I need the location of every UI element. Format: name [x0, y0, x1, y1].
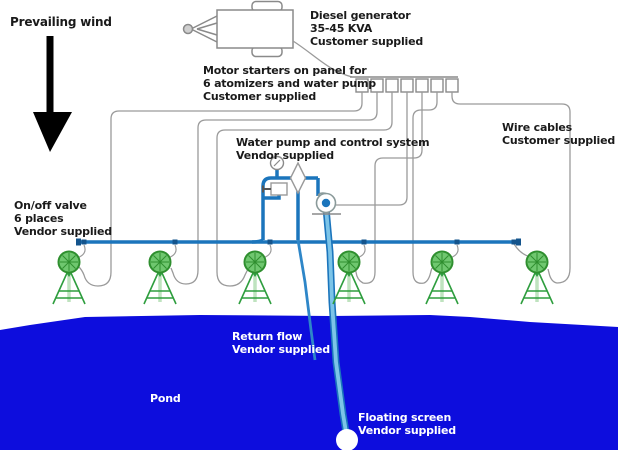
suction-pipe: [322, 207, 350, 433]
atomizer: [52, 250, 86, 305]
floating-screen: [336, 429, 358, 450]
motor-starter: [415, 78, 429, 93]
atomizer: [520, 250, 554, 305]
wire-atomizer-6: [451, 92, 571, 284]
motor-starter: [385, 78, 399, 93]
label-floating-screen: Floating screen Vendor supplied: [358, 411, 456, 437]
label-diesel-generator: Diesel generator 35-45 KVA Customer supp…: [310, 9, 424, 48]
check-valve: [289, 161, 307, 195]
label-wire-cables: Wire cables Customer supplied: [502, 121, 616, 147]
generator-cable: [292, 40, 353, 78]
pressure-switch: [262, 182, 288, 196]
wire-atomizer-1: [78, 92, 363, 287]
atomizer: [143, 250, 177, 305]
pipe-end-cap: [76, 238, 81, 246]
atomizer: [332, 250, 366, 305]
pipe-end-cap: [516, 238, 521, 246]
onoff-valve: [511, 239, 517, 245]
water-pump: [312, 192, 341, 215]
label-motor-starters: Motor starters on panel for 6 atomizers …: [203, 64, 376, 103]
wind-arrow: [33, 36, 72, 152]
onoff-valves: [81, 239, 517, 245]
return-flow-pipe: [296, 239, 317, 361]
label-prevailing-wind: Prevailing wind: [10, 15, 112, 29]
onoff-valve: [172, 239, 178, 245]
wire-atomizer-5: [412, 92, 438, 284]
motor-starter: [430, 78, 444, 93]
motor-starter-panel: [350, 76, 459, 93]
atomizer: [425, 250, 459, 305]
atomizers: [52, 250, 554, 305]
onoff-valve: [361, 239, 367, 245]
wire-atomizer-2: [170, 92, 378, 285]
pump-control-system: [251, 155, 320, 361]
label-onoff-valve: On/off valve 6 places Vendor supplied: [14, 199, 112, 238]
label-water-pump: Water pump and control system Vendor sup…: [236, 136, 430, 162]
onoff-valve: [454, 239, 460, 245]
hitch-ball: [182, 23, 194, 35]
label-return-flow: Return flow Vendor supplied: [232, 330, 330, 356]
onoff-valve: [267, 239, 273, 245]
pond-water: [0, 315, 618, 450]
wire-atomizer-3: [216, 92, 393, 287]
wire-cables: [78, 92, 571, 287]
pipe-join: [251, 238, 264, 244]
atomizer: [238, 250, 272, 305]
atomizer-hoses: [76, 243, 532, 259]
label-pond: Pond: [150, 392, 181, 405]
motor-starter: [445, 78, 459, 93]
diesel-generator-trailer: [182, 0, 294, 58]
onoff-valve: [81, 239, 87, 245]
wire-water-pump: [336, 92, 408, 206]
wire-atomizer-4: [354, 92, 423, 284]
switch-stem: [263, 195, 281, 200]
motor-starter: [400, 78, 414, 93]
pressure-gauge: [269, 155, 285, 171]
